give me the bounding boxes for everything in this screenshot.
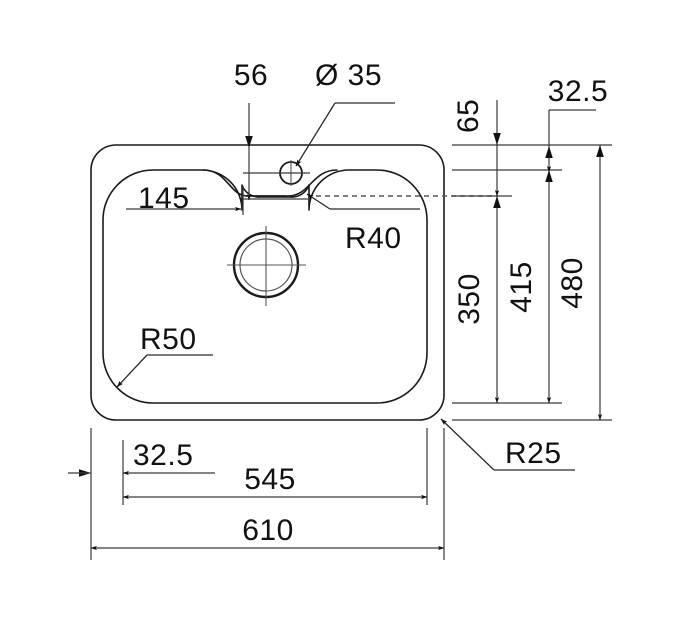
dimension-label-r50: R50	[140, 323, 197, 356]
dimension-r50: R50	[116, 323, 213, 388]
dimension-label-145: 145	[138, 182, 190, 215]
dimension-325-bottom: 32.5	[68, 439, 215, 477]
dimension-diameter-35: Ø 35	[295, 59, 395, 167]
drain-hole	[227, 226, 306, 306]
dimension-65: 65	[452, 99, 501, 197]
dimension-r25: R25	[440, 418, 575, 471]
dimension-label-350: 350	[453, 273, 486, 325]
dimension-480: 480	[556, 145, 604, 421]
dimension-label-dia35: Ø 35	[315, 59, 382, 92]
dimension-350: 350	[453, 196, 501, 404]
dimension-label-65: 65	[452, 99, 485, 133]
dimension-56: 56	[234, 59, 310, 201]
dimension-label-325-top: 32.5	[548, 75, 608, 108]
dimension-label-415: 415	[505, 261, 538, 313]
dimension-label-480: 480	[556, 257, 589, 309]
dimension-415: 415	[505, 170, 553, 404]
dimension-610: 610	[90, 514, 445, 551]
sink-inner-bowl-outline	[102, 169, 428, 404]
dimension-label-325-bottom: 32.5	[133, 439, 193, 472]
dimension-325-top: 32.5	[545, 75, 608, 173]
dimension-label-56: 56	[234, 59, 268, 92]
dimension-545: 545	[122, 463, 428, 500]
right-extension-lines	[452, 144, 612, 421]
dimension-label-610: 610	[242, 514, 294, 547]
dimension-label-545: 545	[244, 463, 296, 496]
sink-outer-outline	[90, 144, 445, 421]
dimension-145: 145	[126, 182, 244, 215]
dimension-r40: R40	[306, 193, 420, 255]
dimension-label-r25: R25	[505, 437, 562, 470]
dimension-label-r40: R40	[345, 222, 402, 255]
tap-ledge-recess	[202, 169, 338, 197]
